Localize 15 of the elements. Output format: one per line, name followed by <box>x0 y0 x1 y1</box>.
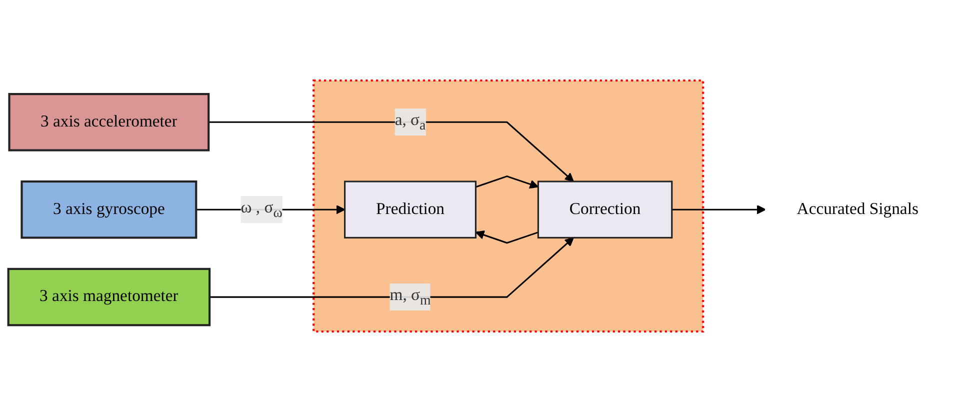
edge-label: m, σ$_{m}$ <box>390 286 431 308</box>
arrow <box>672 205 766 214</box>
node-box: 3 axis magnetometer <box>7 268 211 326</box>
arrow <box>475 175 539 189</box>
node-box: 3 axis accelerometer <box>8 93 210 152</box>
arrow <box>475 230 538 244</box>
node-text: Accurated Signals <box>796 200 918 218</box>
node-box: Prediction <box>344 180 476 238</box>
node-box: Correction <box>537 180 673 238</box>
node-box: 3 axis gyroscope <box>20 180 198 239</box>
arrow <box>210 237 574 298</box>
cluster <box>312 79 704 333</box>
edge-label: ω , σ$_{ω}$ <box>240 199 282 220</box>
edge-label: a, σ$_{a}$ <box>394 112 426 133</box>
arrow <box>208 121 574 182</box>
